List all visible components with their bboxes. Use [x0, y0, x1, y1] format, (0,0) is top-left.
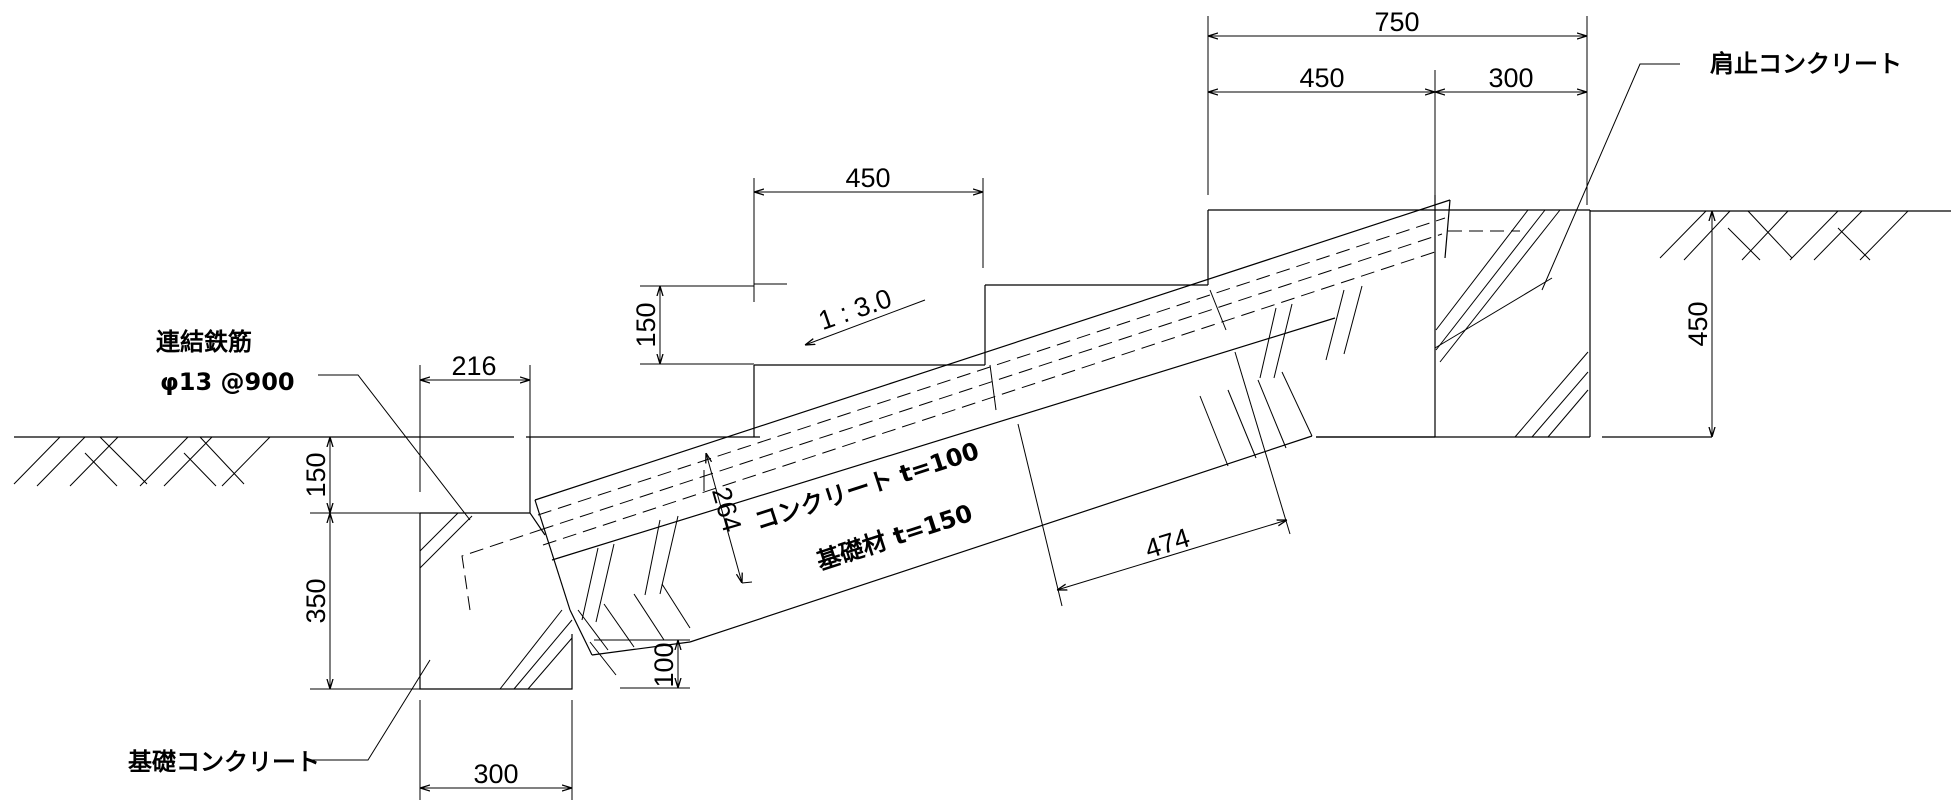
- dim-slab-length: [1017, 351, 1291, 607]
- foundation-concrete-label: 基礎コンクリート: [128, 748, 320, 776]
- earth-hatch-left: [13, 436, 271, 487]
- dim-top-right: 300: [1488, 63, 1533, 93]
- dim-toe-key-text: 100: [649, 642, 679, 687]
- dim-right-height-text: 450: [1683, 301, 1713, 346]
- slope-ratio-label: 1 : 3.0: [815, 283, 896, 336]
- shoulder-concrete-block: [1316, 195, 1591, 438]
- tie-rebar-spec: φ13 @900: [160, 368, 295, 396]
- dim-step: [753, 178, 984, 302]
- dim-top: [1207, 16, 1588, 205]
- leader-lines: [312, 63, 1680, 761]
- slope-slab: [461, 199, 1451, 676]
- dim-top-total: 750: [1374, 7, 1419, 37]
- dim-left-vertical: [310, 437, 420, 690]
- dim-toe-height: 350: [301, 578, 331, 623]
- base-layer-label: 基礎材 t=150: [813, 499, 976, 576]
- berm-outline: [753, 209, 1590, 437]
- dim-slab-thickness-text: 264: [706, 484, 747, 536]
- dim-step-width: 450: [845, 163, 890, 193]
- dim-top-left: 450: [1299, 63, 1344, 93]
- foundation-concrete-block: [419, 437, 573, 690]
- dim-step-height: [640, 285, 754, 365]
- dim-toe-key: [594, 639, 690, 689]
- dim-slab-thickness: [706, 453, 753, 583]
- dim-toe-bottom-width: 300: [473, 759, 518, 789]
- slope-indicator-arrow: [805, 299, 926, 345]
- earth-hatch-right: [1659, 210, 1909, 261]
- tie-rebar-title: 連結鉄筋: [156, 328, 252, 356]
- dim-toe-top: [419, 365, 531, 492]
- dim-slab-length-text: 474: [1141, 522, 1193, 564]
- dim-toe-top-width: 216: [451, 351, 496, 381]
- dim-toe-bottom: [419, 700, 573, 800]
- shoulder-concrete-label: 肩止コンクリート: [1710, 50, 1902, 78]
- dim-toe-depth: 150: [301, 452, 331, 497]
- dim-step-height-text: 150: [631, 302, 661, 347]
